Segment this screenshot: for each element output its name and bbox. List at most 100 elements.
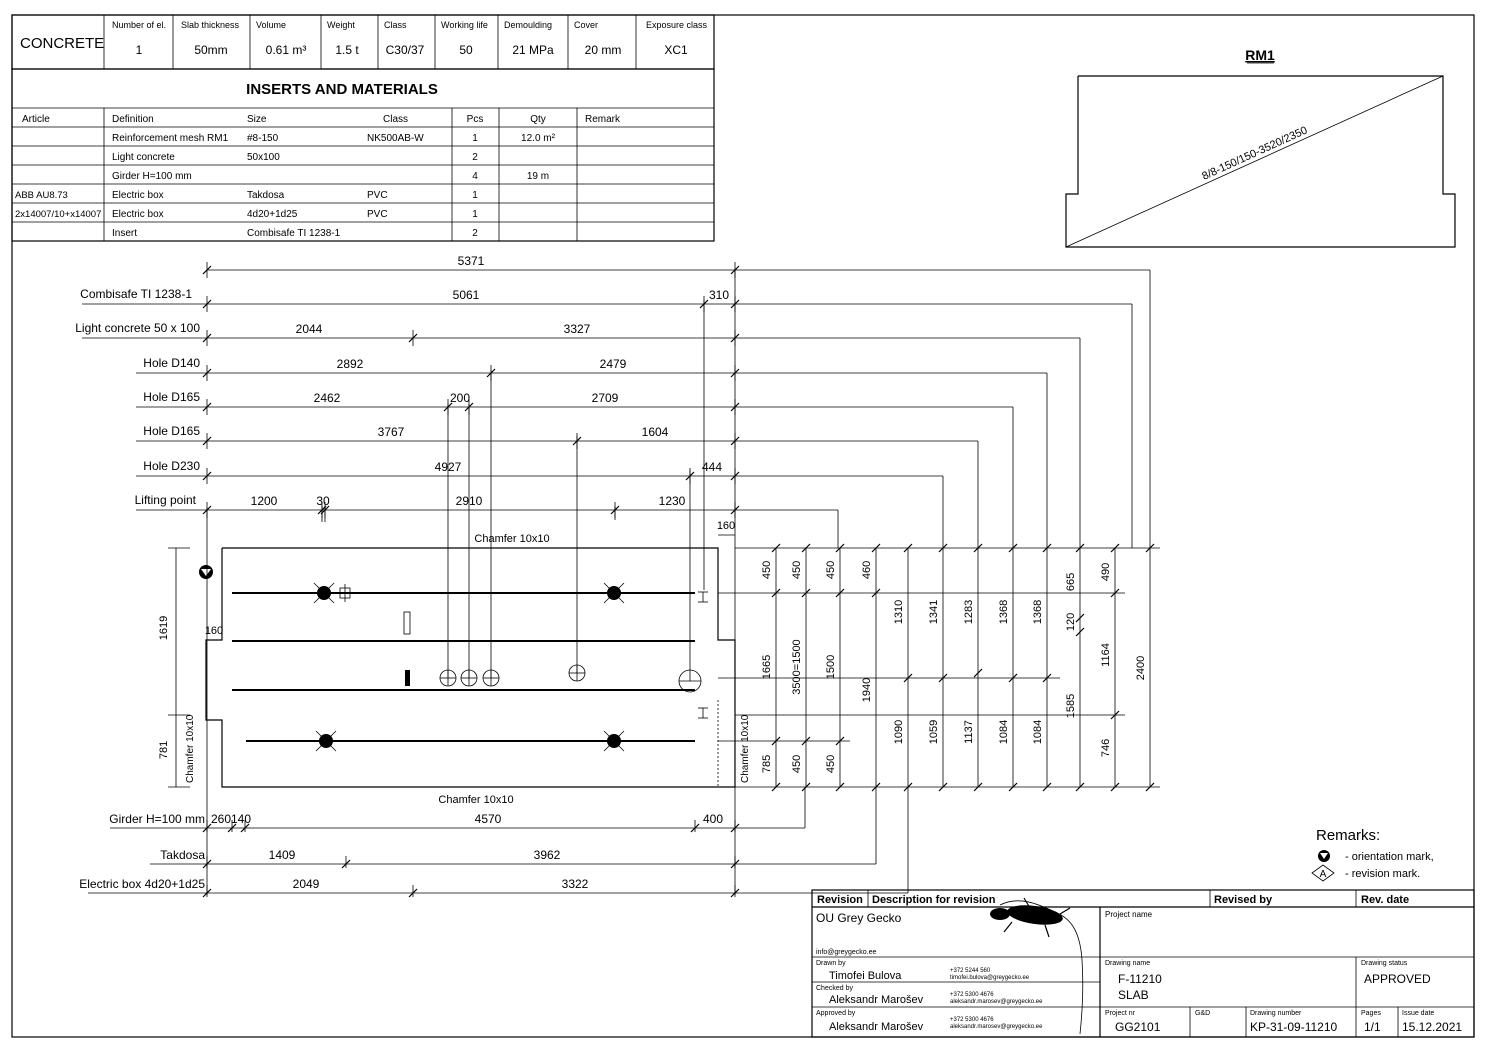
dimension-value: 450 (825, 755, 837, 773)
gecko-logo-icon (990, 897, 1084, 1035)
concrete-table: CONCRETE Number of el. Slab thickness Vo… (11, 14, 715, 70)
inserts-header: Definition (112, 114, 154, 125)
inserts-cell: #8-150 (247, 133, 279, 144)
tb-revision-header: Revision (817, 894, 863, 906)
tb-drawing-name-1: F-11210 (1118, 972, 1162, 986)
tb-checked-email: aleksandr.marosev@greygecko.ee (950, 999, 1043, 1005)
dimension-value: 450 (761, 561, 773, 579)
inserts-cell: NK500AB-W (367, 133, 424, 144)
dimension-value: 785 (761, 755, 773, 773)
inserts-cell: 4d20+1d25 (247, 209, 298, 220)
inserts-cell: Takdosa (247, 190, 285, 201)
tb-company: OU Grey Gecko (816, 911, 902, 925)
orientation-mark-icon (1318, 850, 1330, 862)
dimension-value: 1310 (893, 600, 905, 624)
dimension-label: Hole D230 (143, 459, 200, 473)
concrete-header: Cover (574, 20, 598, 30)
inserts-cell: Insert (112, 228, 137, 239)
inserts-cell: 1 (472, 209, 478, 220)
inserts-cell: 50x100 (247, 152, 280, 163)
tb-approved-email: aleksandr.marosev@greygecko.ee (950, 1024, 1043, 1030)
dimension-value: 1164 (1100, 643, 1112, 667)
chamfer-top-label: Chamfer 10x10 (474, 533, 549, 545)
inserts-cell: PVC (367, 190, 388, 201)
tb-drawing-number-label: Drawing number (1250, 1010, 1302, 1017)
inserts-cell: Electric box (112, 190, 164, 201)
dimension-label: Hole D140 (143, 356, 200, 370)
dimension-value: 460 (861, 561, 873, 579)
dimension-value: 1940 (861, 678, 873, 702)
dimension-value: 746 (1100, 739, 1112, 757)
dimension-label: Light concrete 50 x 100 (75, 321, 200, 335)
tb-approved-phone: +372 5300 4676 (950, 1017, 994, 1023)
dimension-value: 3322 (562, 877, 589, 891)
tb-approved-by: Aleksandr Marošev (829, 1021, 924, 1033)
tb-pages-label: Pages (1361, 1010, 1381, 1017)
dimension-value: 1084 (998, 720, 1010, 744)
tb-drawn-by: Timofei Bulova (829, 970, 902, 982)
remarks-title: Remarks: (1316, 827, 1380, 844)
inserts-cell: Girder H=100 mm (112, 171, 192, 182)
dimension-value: 2400 (1135, 656, 1147, 680)
inserts-cell: 1 (472, 133, 478, 144)
concrete-value: 0.61 m³ (266, 43, 307, 57)
rm1-mesh: RM1 8/8-150/150-3520/2350 (1065, 47, 1456, 248)
inserts-cell: 1 (472, 190, 478, 201)
dimension-value: 3962 (534, 848, 561, 862)
inserts-cell: 4 (472, 171, 478, 182)
dimension-value: 490 (1100, 563, 1112, 581)
lifting-point-icon (313, 582, 335, 604)
dimension-value: 1368 (1032, 600, 1044, 624)
dim-1619: 1619 (158, 616, 170, 640)
inserts-cell: ABB AU8.73 (15, 190, 68, 201)
dimension-label: Girder H=100 mm (109, 812, 205, 826)
tb-drawing-status-label: Drawing status (1361, 960, 1408, 967)
inserts-cell: 2 (472, 152, 478, 163)
dimension-value: 1230 (659, 494, 686, 508)
tb-pages: 1/1 (1364, 1020, 1381, 1034)
dim-160-top: 160 (717, 520, 735, 532)
dimension-label: Lifting point (135, 493, 197, 507)
dimension-value: 450 (825, 561, 837, 579)
concrete-value: C30/37 (386, 43, 425, 57)
tb-project-name-label: Project name (1105, 910, 1153, 919)
tb-drawing-name-label: Drawing name (1105, 960, 1150, 967)
tb-project-nr-label: Project nr (1105, 1010, 1136, 1017)
concrete-header: Number of el. (112, 20, 166, 30)
dim-160-left: 160 (205, 625, 223, 637)
tb-issue-date: 15.12.2021 (1402, 1020, 1462, 1034)
inserts-cell: Light concrete (112, 152, 175, 163)
tb-checked-by-label: Checked by (816, 985, 853, 992)
dimension-value: 200 (450, 391, 470, 405)
inserts-cell: Reinforcement mesh RM1 (112, 133, 229, 144)
tb-rev-date-header: Rev. date (1361, 894, 1409, 906)
title-block: Revision Description for revision Revise… (811, 889, 1475, 1038)
concrete-value: 20 mm (585, 43, 622, 57)
inserts-cell: 12.0 m² (521, 133, 556, 144)
tb-checked-by: Aleksandr Marošev (829, 994, 924, 1006)
dimension-value: 5371 (458, 254, 485, 268)
dimension-value: 665 (1065, 573, 1077, 591)
tb-drawing-status: APPROVED (1364, 972, 1431, 986)
dimension-label: Combisafe TI 1238-1 (80, 287, 192, 301)
tb-project-nr: GG2101 (1115, 1020, 1161, 1034)
dimension-value: 1500 (825, 655, 837, 679)
dimension-value: 4570 (475, 812, 502, 826)
tb-description-header: Description for revision (872, 894, 996, 906)
remarks-orientation: - orientation mark, (1345, 851, 1434, 863)
dimension-label: Electric box 4d20+1d25 (79, 877, 205, 891)
tb-revised-by-header: Revised by (1214, 894, 1273, 906)
tb-checked-phone: +372 5300 4676 (950, 992, 994, 998)
inserts-title: INSERTS AND MATERIALS (246, 81, 438, 98)
dimension-value: 1059 (928, 720, 940, 744)
dimension-value: 260 (211, 812, 231, 826)
electric-box-icon (403, 611, 411, 635)
concrete-header: Slab thickness (181, 20, 240, 30)
inserts-cell: Electric box (112, 209, 164, 220)
inserts-header: Size (247, 114, 267, 125)
dimension-value: 1341 (928, 600, 940, 624)
dimension-value: 1283 (963, 600, 975, 624)
